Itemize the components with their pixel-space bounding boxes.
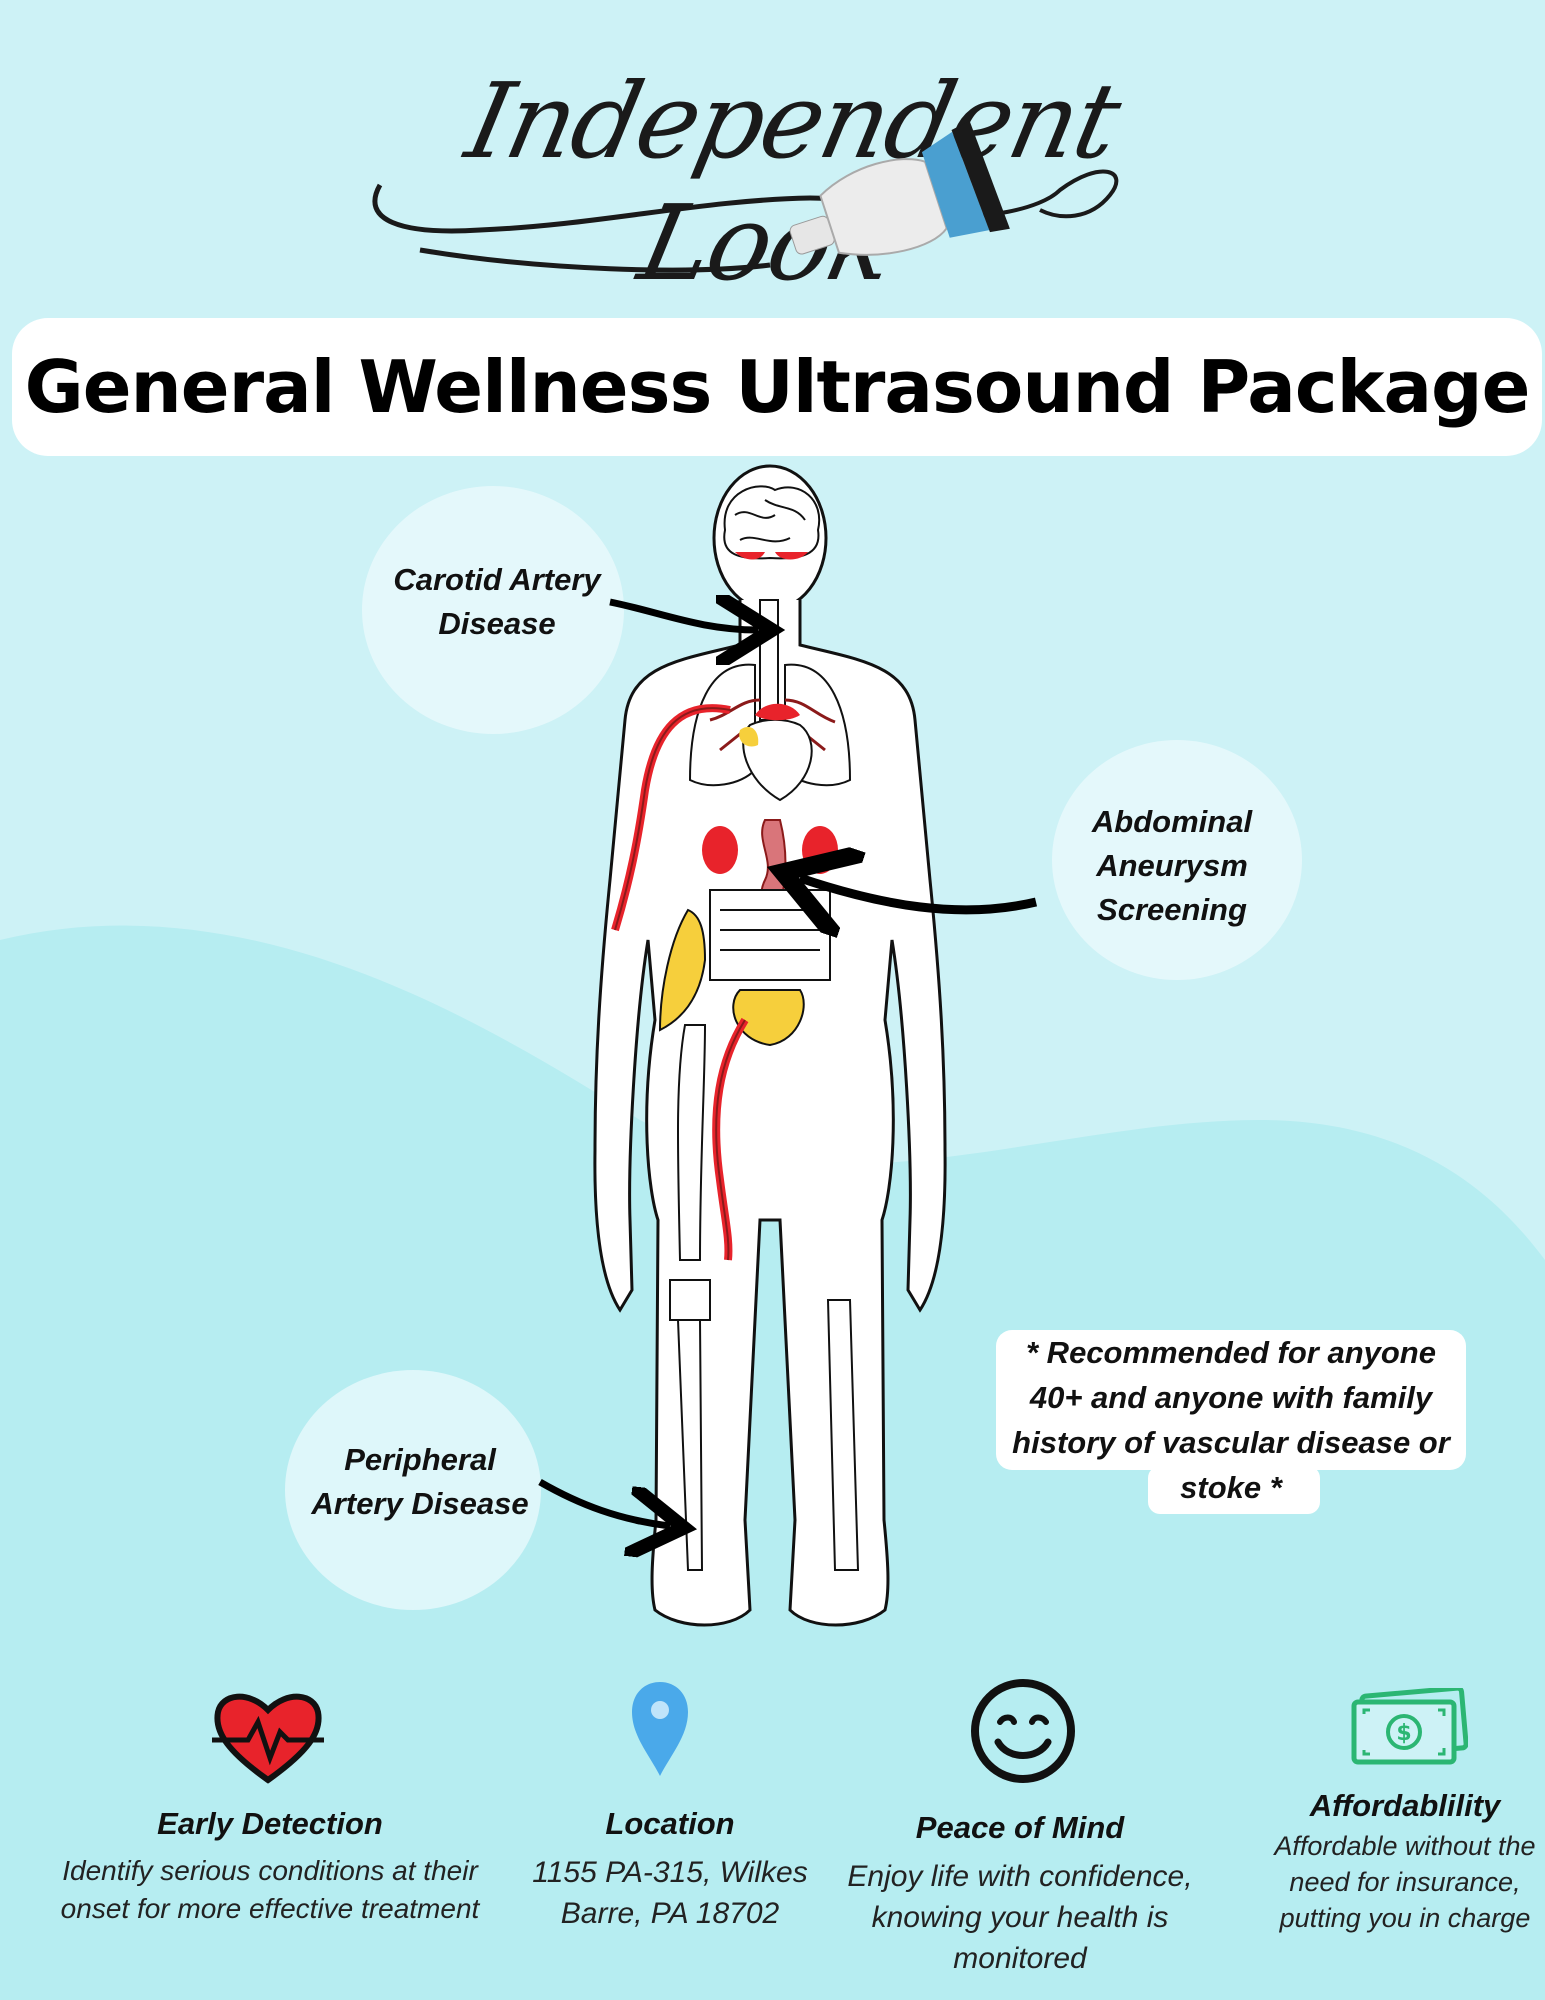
arrow-carotid xyxy=(609,602,758,630)
feature-location: Location 1155 PA-315, Wilkes Barre, PA 1… xyxy=(530,1806,810,1934)
feature-heading: Affordablility xyxy=(1309,1788,1501,1823)
page-title: General Wellness Ultrasound Package xyxy=(24,345,1531,429)
recommendation-note: * Recommended for anyone 40+ and anyone … xyxy=(1012,1335,1450,1505)
callout-carotid: Carotid Artery Disease xyxy=(393,562,601,641)
note-background xyxy=(996,1330,1466,1470)
heart-pulse-icon xyxy=(212,1693,324,1784)
feature-early-detection: Early Detection Identify serious conditi… xyxy=(60,1806,480,1928)
feature-heading: Peace of Mind xyxy=(915,1810,1125,1845)
note-background-tail xyxy=(1148,1466,1320,1514)
abdominal-blob xyxy=(1052,740,1302,980)
svg-text:$: $ xyxy=(1396,1721,1411,1746)
money-icon: $ xyxy=(1351,1688,1468,1765)
callout-peripheral: Peripheral Artery Disease xyxy=(311,1442,529,1521)
callout-abdominal: Abdominal Aneurysm Screening xyxy=(1091,804,1253,927)
brand-logo: Independent Look xyxy=(340,20,1220,304)
feature-text: Identify serious conditions at their ons… xyxy=(60,1855,480,1924)
peripheral-blob xyxy=(285,1370,541,1610)
feature-peace-of-mind: Peace of Mind Enjoy life with confidence… xyxy=(820,1810,1220,1979)
feature-heading: Location xyxy=(605,1806,735,1841)
arrow-peripheral xyxy=(538,1478,670,1526)
feature-text: Affordable without the need for insuranc… xyxy=(1274,1831,1536,1933)
feature-affordability: Affordablility Affordable without the ne… xyxy=(1270,1788,1540,1936)
feature-text: Enjoy life with confidence, knowing your… xyxy=(847,1860,1193,1975)
feature-text: 1155 PA-315, Wilkes Barre, PA 18702 xyxy=(532,1856,808,1930)
arrow-abdominal xyxy=(800,878,1038,910)
map-pin-icon xyxy=(632,1682,688,1776)
ultrasound-probe-icon xyxy=(372,120,1119,273)
carotid-blob xyxy=(362,486,624,734)
title-banner: General Wellness Ultrasound Package xyxy=(12,318,1542,456)
smiley-icon xyxy=(971,1679,1075,1783)
feature-heading: Early Detection xyxy=(157,1806,383,1841)
